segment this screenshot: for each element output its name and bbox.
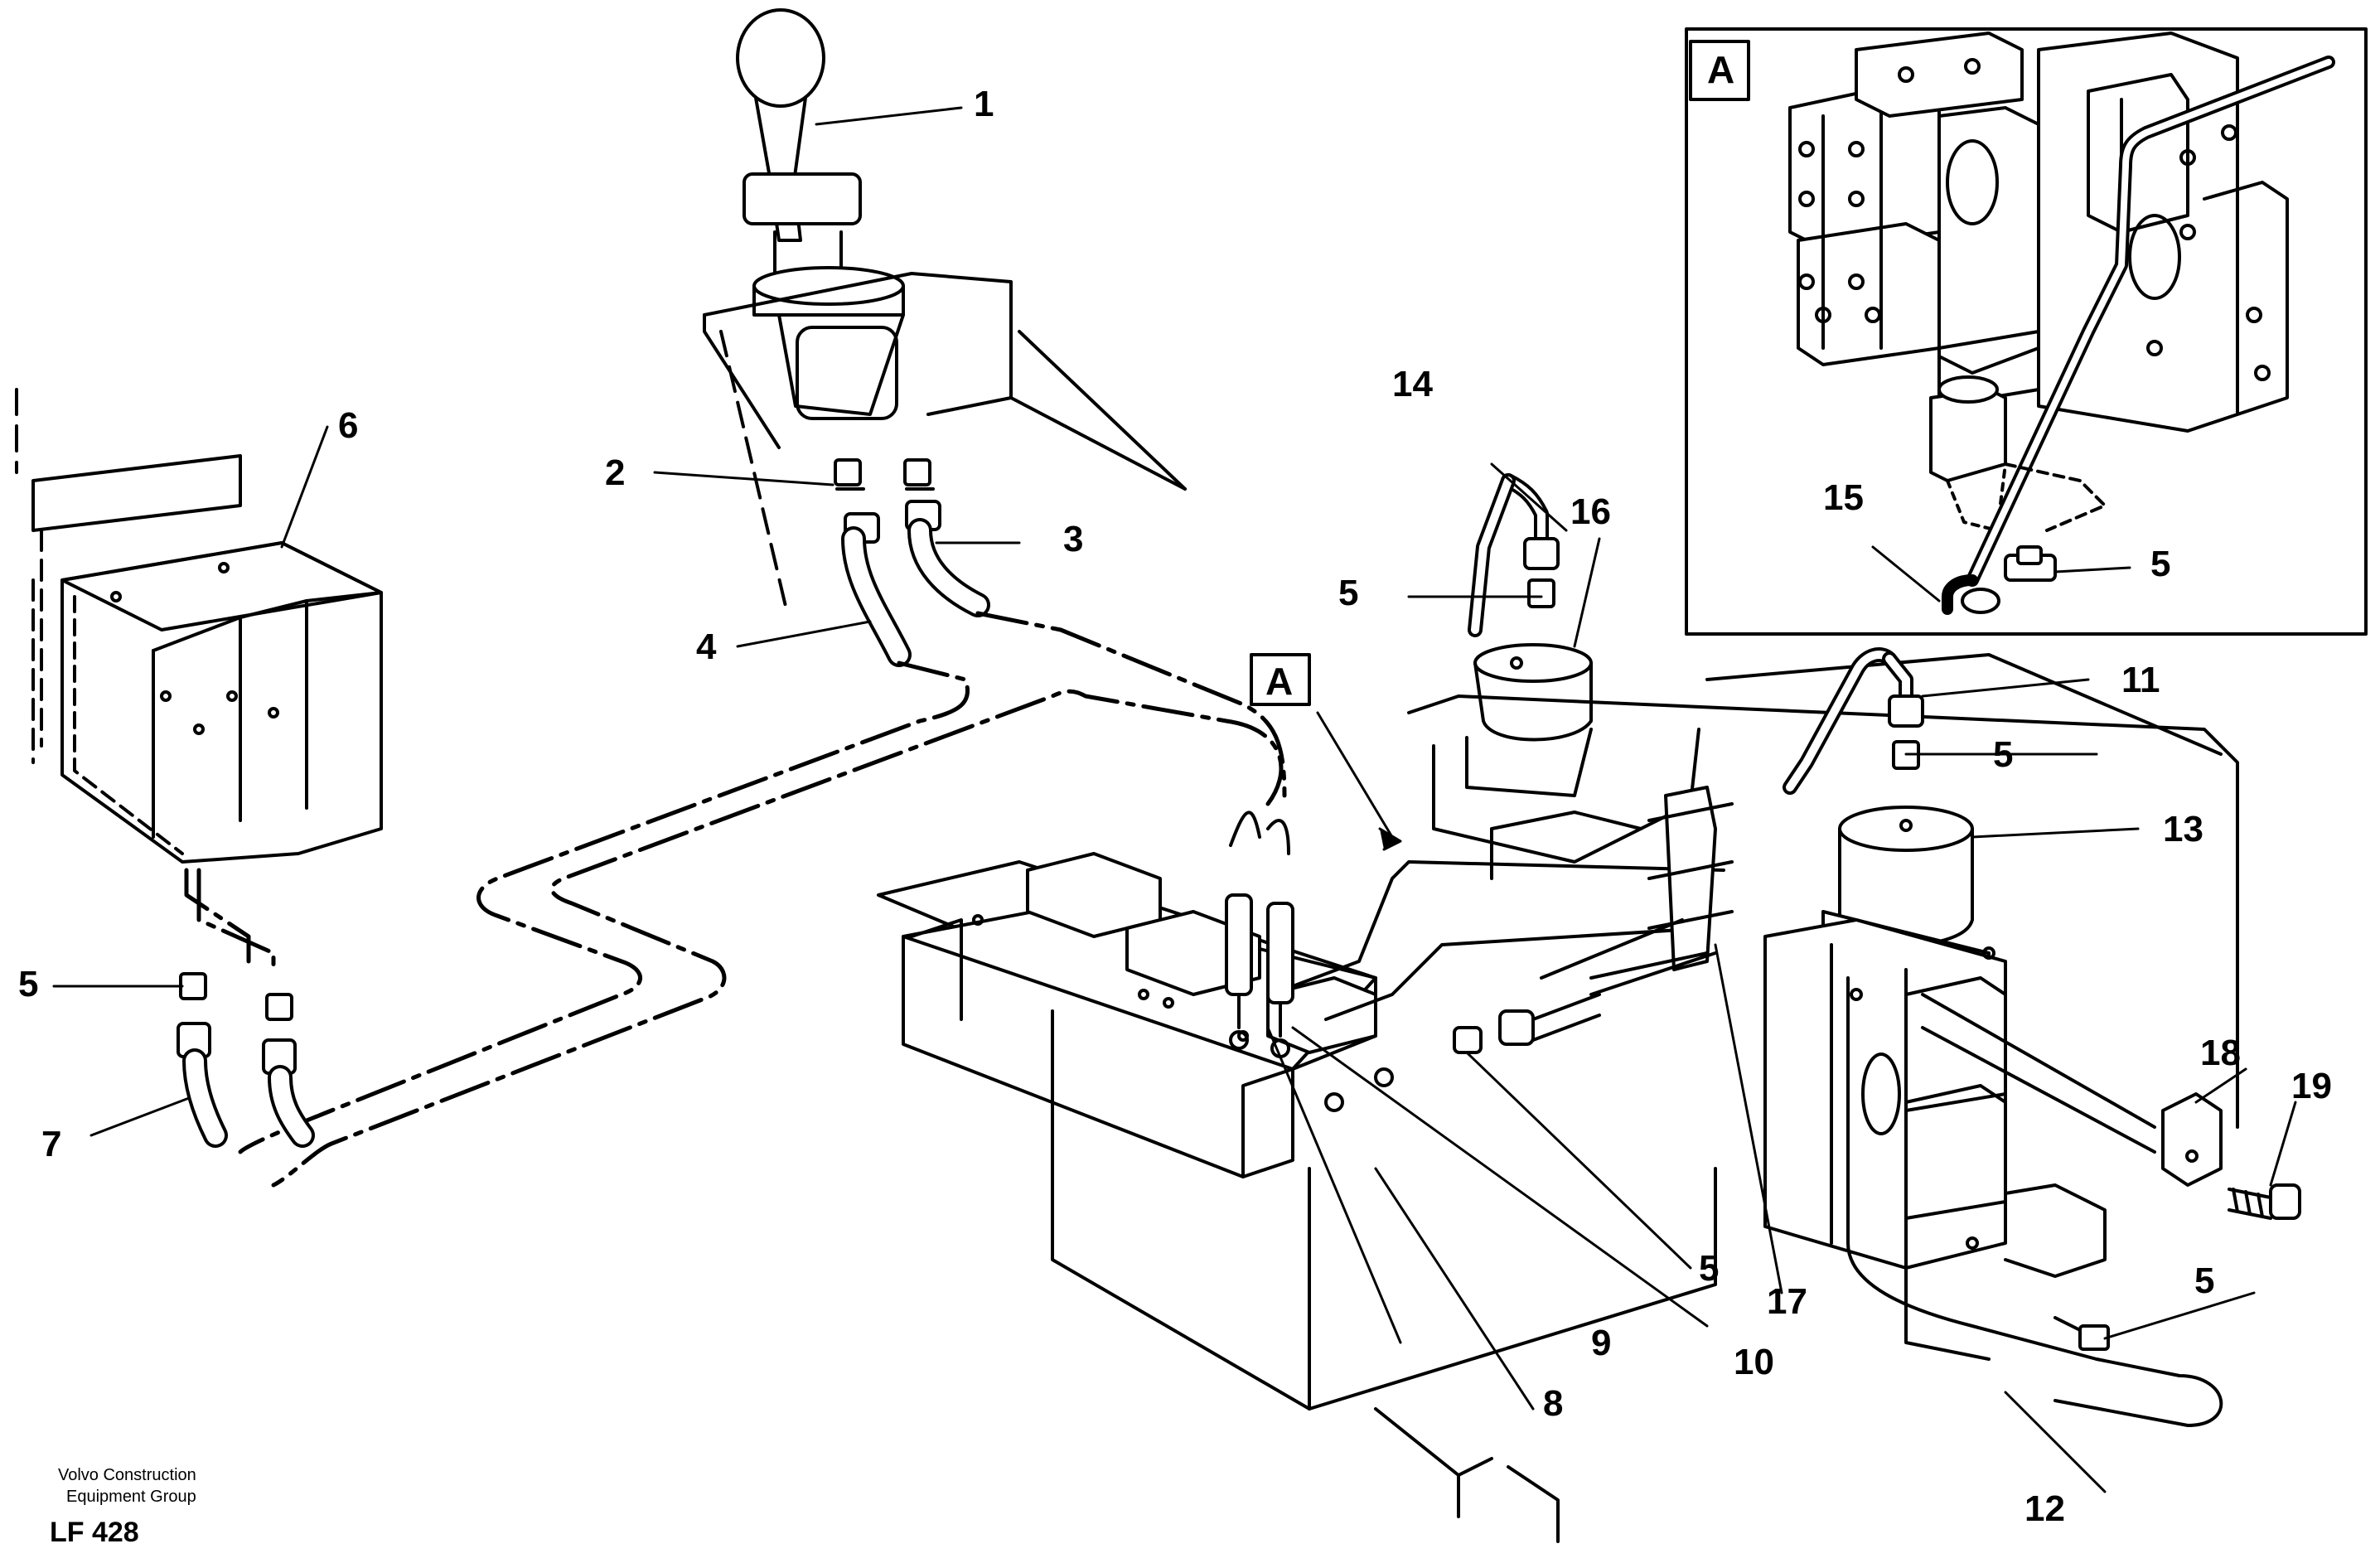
callout-1: 1	[974, 84, 994, 124]
callout-5b: 5	[1338, 573, 1358, 613]
callout-14: 14	[1392, 364, 1433, 404]
callout-2: 2	[605, 452, 625, 493]
callout-15: 15	[1823, 477, 1864, 518]
callout-5d: 5	[1699, 1248, 1719, 1289]
valve-block-6	[15, 388, 383, 1148]
callout-7: 7	[41, 1124, 61, 1164]
detail-label-main: A	[1265, 660, 1293, 703]
callout-13: 13	[2163, 809, 2203, 849]
detail-marker-a-box	[1250, 653, 1311, 706]
callout-11: 11	[2121, 660, 2160, 700]
callout-18: 18	[2200, 1033, 2241, 1073]
callout-5f: 5	[2150, 544, 2170, 584]
central-manifold	[877, 811, 1725, 1543]
callout-4: 4	[696, 627, 717, 667]
callout-12: 12	[2024, 1488, 2065, 1529]
callout-10: 10	[1734, 1342, 1774, 1382]
callout-17: 17	[1767, 1281, 1807, 1322]
detail-label-inset: A	[1707, 48, 1734, 91]
callout-16: 16	[1570, 491, 1611, 532]
callout-19: 19	[2291, 1066, 2332, 1106]
right-valve-assembly	[1407, 643, 2301, 1427]
callout-9: 9	[1591, 1323, 1611, 1363]
callout-8: 8	[1543, 1383, 1563, 1424]
drawing-code: LF 428	[50, 1517, 139, 1548]
callout-3: 3	[1063, 519, 1083, 559]
control-lever	[703, 8, 1187, 615]
callout-6: 6	[338, 405, 358, 446]
company-line-1: Volvo Construction	[58, 1466, 196, 1484]
callout-5: 5	[18, 964, 38, 1004]
callout-5c: 5	[1993, 734, 2013, 775]
leader-lines	[52, 106, 2297, 1493]
company-line-2: Equipment Group	[66, 1488, 196, 1506]
callout-numbers: 1 2 3 4 5 5 5 5 5 5 6 7 8 9 10 11 12 13 …	[18, 48, 2332, 1529]
hose-pair-upper	[841, 518, 990, 667]
footer: Volvo Construction Equipment Group LF 42…	[50, 1466, 196, 1548]
detail-inset-a	[1685, 27, 2368, 636]
callout-5e: 5	[2194, 1261, 2214, 1301]
